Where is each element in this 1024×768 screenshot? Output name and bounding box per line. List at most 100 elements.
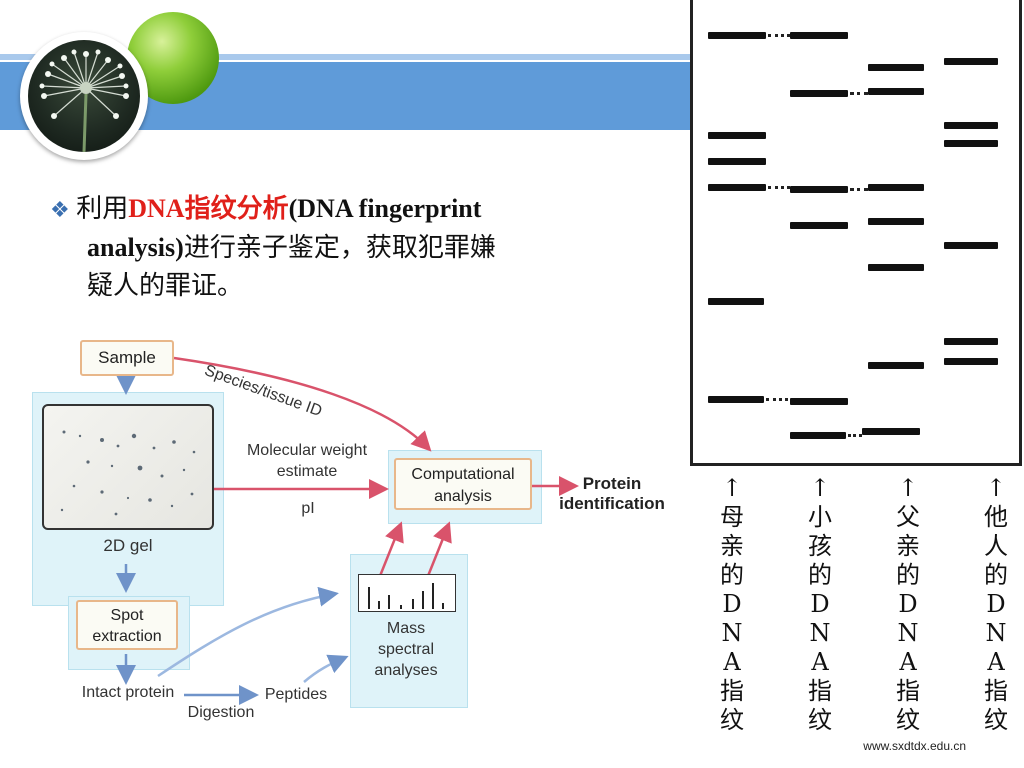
arrow-intact-mass <box>157 586 339 678</box>
lane-label-mother: ↑ 母 亲 的 D N A 指 纹 <box>712 474 752 735</box>
lane-char: 的 <box>984 561 1008 589</box>
bullet-line-2: analysis)进行亲子鉴定，获取犯罪嫌 <box>50 229 690 267</box>
lane-char: D <box>898 590 918 618</box>
dna-fingerprint-panel <box>690 0 1022 466</box>
proteomics-diagram: Sample Species/tissue ID 2D gel Molecula… <box>28 336 678 728</box>
lane-char: A <box>899 648 917 676</box>
peptides-label: Peptides <box>264 686 328 703</box>
footer-url: www.sxdtdx.edu.cn <box>863 739 966 753</box>
mw-line1: Molecular weight <box>246 442 368 459</box>
dot-link <box>768 186 790 191</box>
pi-label: pI <box>301 500 315 517</box>
computational-line2: analysis <box>434 488 492 505</box>
bullet-paren-open: ( <box>288 194 298 223</box>
lane-char: ↑ <box>897 474 919 502</box>
bullet-line-3: 疑人的罪证。 <box>50 267 690 305</box>
gel-image <box>42 404 214 530</box>
protein-identification-label: Protein identification <box>550 474 674 514</box>
mass-line2: spectral <box>377 641 435 658</box>
protein-line1: Protein <box>582 474 642 493</box>
computational-box: Computational analysis <box>394 458 532 510</box>
dot-link <box>766 398 788 403</box>
mw-label: Molecular weight estimate <box>232 440 382 482</box>
mass-line3: analyses <box>374 662 438 679</box>
bullet-line3: 疑人的罪证。 <box>87 271 244 300</box>
band <box>944 338 998 345</box>
mass-label: Mass spectral analyses <box>358 618 454 681</box>
lane-char: 指 <box>720 677 744 705</box>
band <box>790 432 846 439</box>
sample-label: Sample <box>98 348 156 367</box>
dandelion-photo <box>28 40 140 152</box>
dot-link <box>850 92 868 97</box>
band <box>868 184 924 191</box>
spectrum-bars <box>368 583 444 609</box>
lane-char: 孩 <box>808 532 832 560</box>
band <box>944 140 998 147</box>
band <box>790 398 848 405</box>
digestion-label: Digestion <box>187 704 255 721</box>
band <box>790 32 848 39</box>
bullet-english-2: analysis) <box>87 233 184 262</box>
lane-char: 纹 <box>896 706 920 734</box>
header-stripe <box>0 54 690 60</box>
lane-char: 小 <box>808 503 832 531</box>
lane-label-other: ↑ 他 人 的 D N A 指 纹 <box>976 474 1016 735</box>
lane-char: 母 <box>720 503 744 531</box>
arrow-species <box>173 356 432 452</box>
bullet-marker: ❖ <box>50 197 70 222</box>
mw-line2: estimate <box>276 463 338 480</box>
band <box>708 396 764 403</box>
computational-line1: Computational <box>411 466 515 483</box>
bullet-prefix: 利用 <box>76 194 129 223</box>
spot-line1: Spot <box>110 607 144 624</box>
spot-line2: extraction <box>92 628 162 645</box>
lane-char: 纹 <box>984 706 1008 734</box>
lane-char: ↑ <box>721 474 743 502</box>
band <box>868 362 924 369</box>
protein-line2: identification <box>559 494 665 513</box>
band <box>944 242 998 249</box>
band <box>868 218 924 225</box>
bullet-highlight: DNA指纹分析 <box>128 194 289 223</box>
lane-char: 的 <box>896 561 920 589</box>
band <box>868 88 924 95</box>
bullet-line-1: ❖ 利用DNA指纹分析(DNA fingerprint <box>50 190 690 229</box>
lane-label-father: ↑ 父 亲 的 D N A 指 纹 <box>888 474 928 735</box>
band <box>868 264 924 271</box>
lane-char: D <box>810 590 830 618</box>
band <box>862 428 920 435</box>
lane-char: 亲 <box>720 532 744 560</box>
lane-char: 指 <box>984 677 1008 705</box>
sample-box: Sample <box>80 340 174 376</box>
band <box>944 122 998 129</box>
lane-char: A <box>811 648 829 676</box>
dandelion-icon <box>39 49 129 152</box>
lane-char: N <box>985 619 1007 647</box>
band <box>708 158 766 165</box>
lane-char: 人 <box>984 532 1008 560</box>
bullet-line2-rest: 进行亲子鉴定，获取犯罪嫌 <box>183 233 496 262</box>
intact-protein-label: Intact protein <box>81 684 175 701</box>
lane-char: 亲 <box>896 532 920 560</box>
gel-spots <box>60 430 196 516</box>
arrow-mass-2 <box>426 521 452 577</box>
arrow-peptides-mass <box>303 654 349 683</box>
band <box>708 32 766 39</box>
arrow-mass-1 <box>378 521 404 577</box>
dot-link <box>848 434 862 439</box>
bullet-block: ❖ 利用DNA指纹分析(DNA fingerprint analysis)进行亲… <box>50 190 690 305</box>
lane-char: 的 <box>808 561 832 589</box>
lane-label-child: ↑ 小 孩 的 D N A 指 纹 <box>800 474 840 735</box>
lane-char: 父 <box>896 503 920 531</box>
band <box>944 358 998 365</box>
lane-char: 指 <box>808 677 832 705</box>
spot-box: Spot extraction <box>76 600 178 650</box>
dot-link <box>850 188 868 193</box>
band <box>708 184 766 191</box>
mass-line1: Mass <box>386 620 426 637</box>
band <box>708 298 764 305</box>
lane-char: N <box>897 619 919 647</box>
lane-char: 的 <box>720 561 744 589</box>
lane-char: 纹 <box>808 706 832 734</box>
